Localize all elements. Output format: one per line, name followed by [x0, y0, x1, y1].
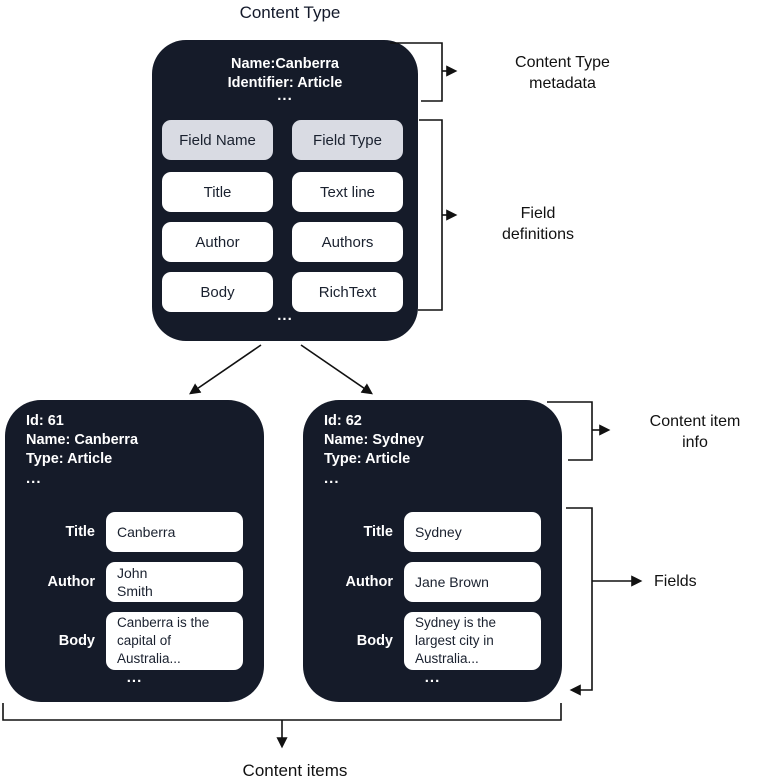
- item-id: Id: 61: [26, 413, 64, 429]
- content-item-meta: Id: 61 Name: Canberra Type: Article ...: [26, 412, 138, 488]
- item-id: Id: 62: [324, 413, 362, 429]
- item-meta-ellipsis: ...: [324, 470, 340, 487]
- field-definitions-bracket: [418, 119, 443, 311]
- diagram-title: Content Type: [239, 3, 341, 22]
- content-type-meta-ellipsis: ...: [277, 87, 293, 104]
- field-label-body: Body: [58, 633, 95, 649]
- field-name-cell: Author: [162, 222, 273, 262]
- field-type-cell: Authors: [292, 222, 403, 262]
- field-table-header-name: Field Name: [162, 120, 273, 160]
- content-item-box-sydney: Id: 62 Name: Sydney Type: Article ... Ti…: [303, 400, 562, 702]
- field-value-title: Canberra: [106, 512, 243, 552]
- annotation-content-items: Content items: [242, 761, 348, 780]
- item-bottom-ellipsis: ...: [126, 669, 143, 686]
- field-type-cell: Text line: [292, 172, 403, 212]
- fields-bracket: [566, 507, 593, 696]
- content-type-box: Name:Canberra Identifier: Article ... Fi…: [152, 40, 418, 341]
- field-label-body: Body: [356, 633, 393, 649]
- field-name-cell: Title: [162, 172, 273, 212]
- field-table-header-type: Field Type: [292, 120, 403, 160]
- field-value-author: John Smith: [106, 562, 243, 602]
- content-type-identifier: Identifier: Article: [227, 75, 343, 91]
- content-type-meta: Name:Canberra Identifier: Article: [152, 55, 418, 93]
- arrow-to-item-1: [189, 344, 262, 395]
- arrow-to-item-2: [300, 344, 373, 395]
- field-label-author: Author: [345, 574, 393, 590]
- field-label-author: Author: [47, 574, 95, 590]
- item-bottom-ellipsis: ...: [424, 669, 441, 686]
- content-type-name: Name:Canberra: [231, 56, 339, 72]
- field-value-body: Canberra is the capital of Australia...: [106, 612, 243, 670]
- content-type-bottom-ellipsis: ...: [277, 307, 293, 324]
- item-name: Name: Canberra: [26, 432, 139, 448]
- item-type: Type: Article: [324, 451, 411, 467]
- field-name-cell: Body: [162, 272, 273, 312]
- field-type-cell: RichText: [292, 272, 403, 312]
- item-type: Type: Article: [26, 451, 113, 467]
- field-value-author: Jane Brown: [404, 562, 541, 602]
- annotation-fields: Fields: [654, 573, 697, 590]
- field-value-title: Sydney: [404, 512, 541, 552]
- content-item-meta: Id: 62 Name: Sydney Type: Article ...: [324, 412, 424, 488]
- item-meta-ellipsis: ...: [26, 470, 42, 487]
- field-label-title: Title: [363, 524, 393, 540]
- content-item-box-canberra: Id: 61 Name: Canberra Type: Article ... …: [5, 400, 264, 702]
- annotation-content-item-info: Content item info: [649, 413, 741, 451]
- item-name: Name: Sydney: [324, 432, 424, 448]
- annotation-content-type-metadata: Content Type metadata: [515, 54, 610, 92]
- field-value-body: Sydney is the largest city in Australia.…: [404, 612, 541, 670]
- content-items-bracket: [2, 703, 562, 721]
- field-label-title: Title: [65, 524, 95, 540]
- annotation-field-definitions: Field definitions: [501, 205, 575, 243]
